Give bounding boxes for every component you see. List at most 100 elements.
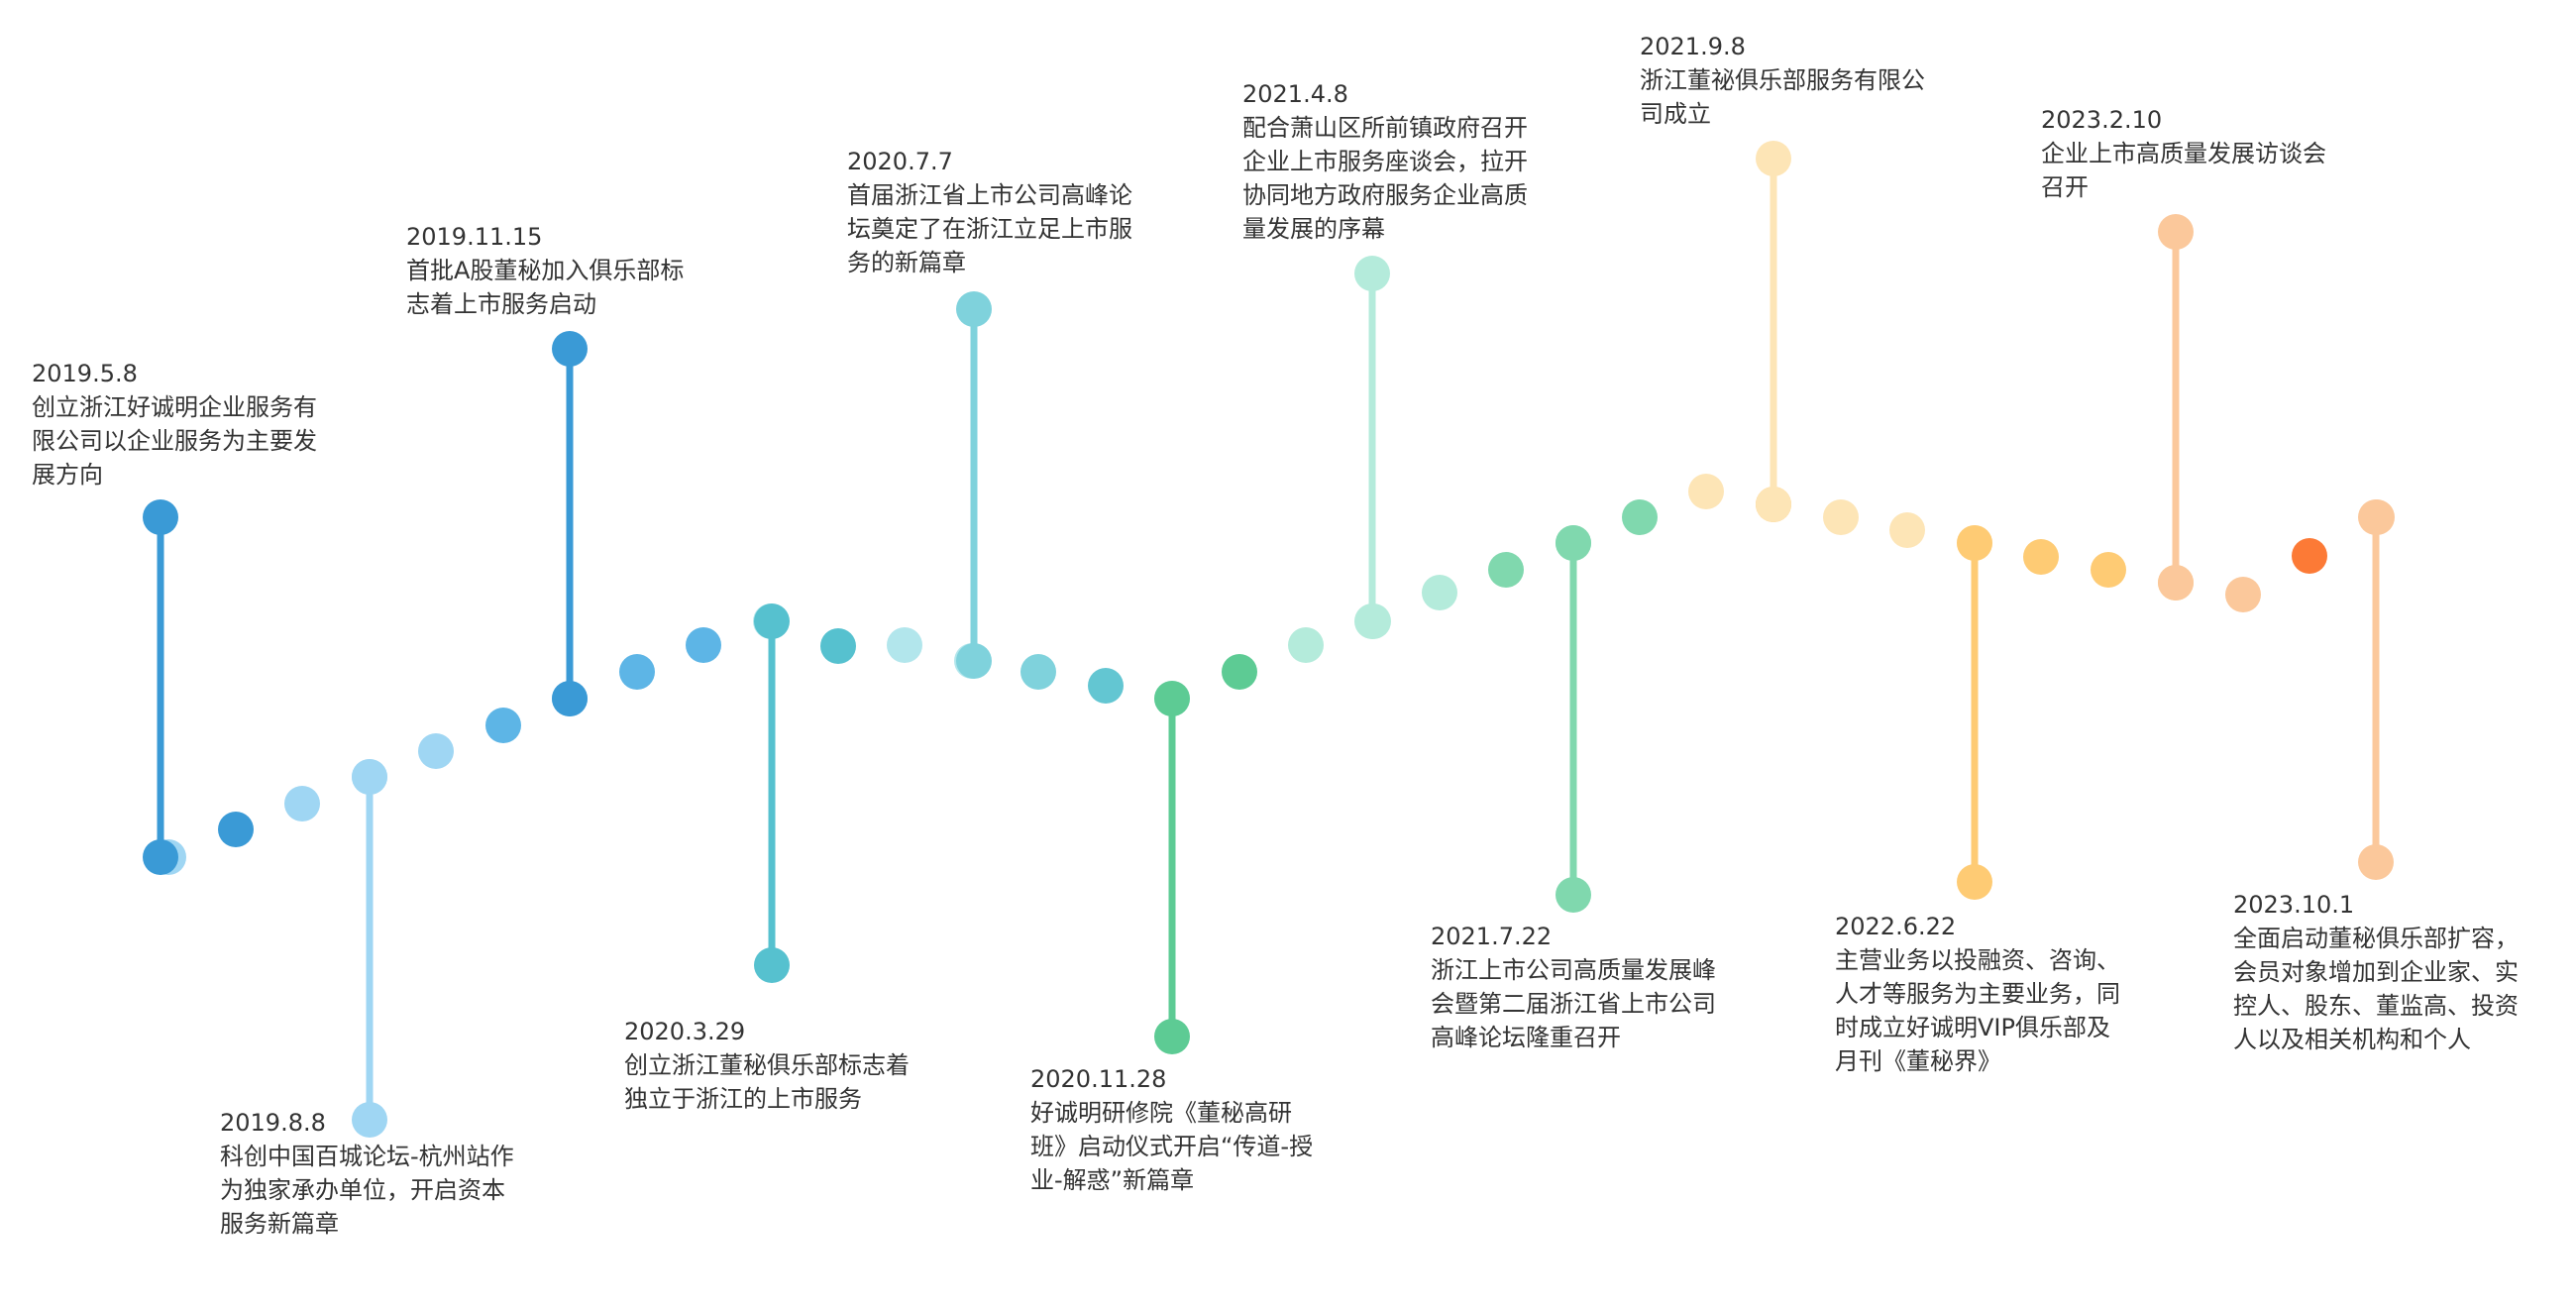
event-anchor-dot xyxy=(956,643,992,679)
event-label: 2021.9.8 浙江董祕俱乐部服务有限公司成立 xyxy=(1640,30,1925,131)
event-label: 2021.7.22 浙江上市公司高质量发展峰会暨第二届浙江省上市公司高峰论坛隆重召… xyxy=(1431,920,1716,1054)
event-label: 2019.11.15 首批A股董秘加入俱乐部标志着上市服务启动 xyxy=(406,220,684,321)
event-description-line: 浙江上市公司高质量发展峰 xyxy=(1431,956,1716,984)
timeline-dot xyxy=(485,708,521,743)
event-end-dot xyxy=(352,1102,387,1138)
timeline-dot xyxy=(1422,575,1457,610)
event-description-line: 会暨第二届浙江省上市公司 xyxy=(1431,990,1716,1018)
event-date: 2020.3.29 xyxy=(624,1018,746,1045)
timeline-dot xyxy=(1488,552,1524,588)
event-description-line: 会员对象增加到企业家、实 xyxy=(2233,958,2519,986)
timeline-dot xyxy=(2091,552,2126,588)
event-description-line: 企业上市高质量发展访谈会 xyxy=(2041,140,2326,167)
event-end-dot xyxy=(1354,256,1390,291)
event-description-line: 月刊《董秘界》 xyxy=(1835,1047,2001,1075)
event-description-line: 坛奠定了在浙江立足上市服 xyxy=(847,215,1132,243)
timeline-dot xyxy=(418,733,454,769)
event-end-dot xyxy=(2358,844,2394,880)
event-description-line: 量发展的序幕 xyxy=(1242,215,1385,243)
event-date: 2019.5.8 xyxy=(32,360,138,387)
event-description-line: 创立浙江好诚明企业服务有 xyxy=(32,393,317,421)
event-end-dot xyxy=(552,331,588,367)
event-description-line: 浙江董祕俱乐部服务有限公 xyxy=(1640,66,1925,94)
event-description-line: 务的新篇章 xyxy=(847,249,966,276)
event-label: 2020.11.28 好诚明研修院《董秘高研班》启动仪式开启“传道-授业-解惑”新… xyxy=(1030,1062,1313,1197)
event-description-line: 人以及相关机构和个人 xyxy=(2233,1026,2471,1053)
event-label: 2020.3.29 创立浙江董秘俱乐部标志着独立于浙江的上市服务 xyxy=(624,1015,910,1116)
event-description-line: 首届浙江省上市公司高峰论 xyxy=(847,181,1132,209)
event-anchor-dot xyxy=(1756,487,1791,522)
timeline-dot xyxy=(1622,499,1658,535)
timeline-dot xyxy=(686,627,721,663)
event-end-dot xyxy=(143,499,178,535)
event-description-line: 全面启动董秘俱乐部扩容， xyxy=(2233,925,2519,952)
event-anchor-dot xyxy=(1354,603,1390,639)
event-description-line: 高峰论坛隆重召开 xyxy=(1431,1024,1621,1051)
event-description-line: 企业上市服务座谈会，拉开 xyxy=(1242,148,1528,175)
event-date: 2021.7.22 xyxy=(1431,923,1553,950)
event-anchor-dot xyxy=(1957,525,1992,561)
event-date: 2020.11.28 xyxy=(1030,1065,1167,1093)
timeline-dot xyxy=(2225,577,2261,612)
event-date: 2019.8.8 xyxy=(220,1109,326,1137)
timeline-dot xyxy=(820,628,856,664)
timeline-dot xyxy=(1222,654,1257,690)
event-description-line: 首批A股董秘加入俱乐部标 xyxy=(406,257,685,284)
timeline-dot xyxy=(1288,627,1324,663)
timeline-dot xyxy=(619,654,655,690)
event-description-line: 好诚明研修院《董秘高研 xyxy=(1030,1099,1292,1127)
event-description-line: 配合萧山区所前镇政府召开 xyxy=(1242,114,1528,142)
event-date: 2021.4.8 xyxy=(1242,80,1348,108)
event-date: 2020.7.7 xyxy=(847,148,953,175)
event-description-line: 独立于浙江的上市服务 xyxy=(624,1085,862,1113)
timeline-dot xyxy=(1889,512,1925,548)
event-description-line: 志着上市服务启动 xyxy=(406,290,596,318)
event-description-line: 创立浙江董秘俱乐部标志着 xyxy=(624,1051,910,1079)
event-end-dot xyxy=(754,947,790,983)
event-date: 2019.11.15 xyxy=(406,223,543,251)
event-description-line: 控人、股东、董监高、投资 xyxy=(2233,992,2519,1020)
event-description-line: 协同地方政府服务企业高质 xyxy=(1242,181,1528,209)
timeline-dot xyxy=(1088,668,1124,704)
event-end-dot xyxy=(2158,214,2194,250)
event-anchor-dot xyxy=(2358,499,2394,535)
event-date: 2021.9.8 xyxy=(1640,33,1746,60)
timeline-dot xyxy=(887,627,922,663)
timeline-dot xyxy=(218,812,254,847)
event-anchor-dot xyxy=(1154,681,1190,716)
event-description-line: 科创中国百城论坛-杭州站作 xyxy=(220,1143,514,1170)
timeline-dot xyxy=(284,786,320,821)
event-anchor-dot xyxy=(2158,565,2194,601)
event-end-dot xyxy=(1154,1019,1190,1054)
event-label: 2020.7.7 首届浙江省上市公司高峰论坛奠定了在浙江立足上市服务的新篇章 xyxy=(847,145,1132,279)
event-description-line: 业-解惑”新篇章 xyxy=(1030,1166,1195,1194)
event-end-dot xyxy=(956,291,992,327)
event-date: 2022.6.22 xyxy=(1835,913,1957,940)
event-end-dot xyxy=(1756,141,1791,176)
event-date: 2023.10.1 xyxy=(2233,891,2355,919)
event-description-line: 为独家承办单位，开启资本 xyxy=(220,1176,505,1204)
event-label: 2023.10.1 全面启动董秘俱乐部扩容， 会员对象增加到企业家、实控人、股东、董… xyxy=(2233,888,2519,1056)
event-anchor-dot xyxy=(143,839,178,875)
event-anchor-dot xyxy=(352,759,387,795)
timeline-dot xyxy=(1823,499,1859,535)
event-description-line: 人才等服务为主要业务，同 xyxy=(1835,980,2120,1008)
event-description-line: 班》启动仪式开启“传道-授 xyxy=(1030,1133,1314,1160)
event-description-line: 主营业务以投融资、咨询、 xyxy=(1835,946,2120,974)
timeline-dot xyxy=(1020,654,1056,690)
event-anchor-dot xyxy=(552,681,588,716)
event-date: 2023.2.10 xyxy=(2041,106,2163,134)
timeline-dot xyxy=(2292,538,2327,574)
event-end-dot xyxy=(1556,877,1591,913)
event-anchor-dot xyxy=(754,603,790,639)
event-description-line: 司成立 xyxy=(1640,100,1711,128)
event-end-dot xyxy=(1957,864,1992,900)
event-description-line: 召开 xyxy=(2041,173,2089,201)
event-anchor-dot xyxy=(1556,525,1591,561)
event-description-line: 限公司以企业服务为主要发 xyxy=(32,427,317,455)
